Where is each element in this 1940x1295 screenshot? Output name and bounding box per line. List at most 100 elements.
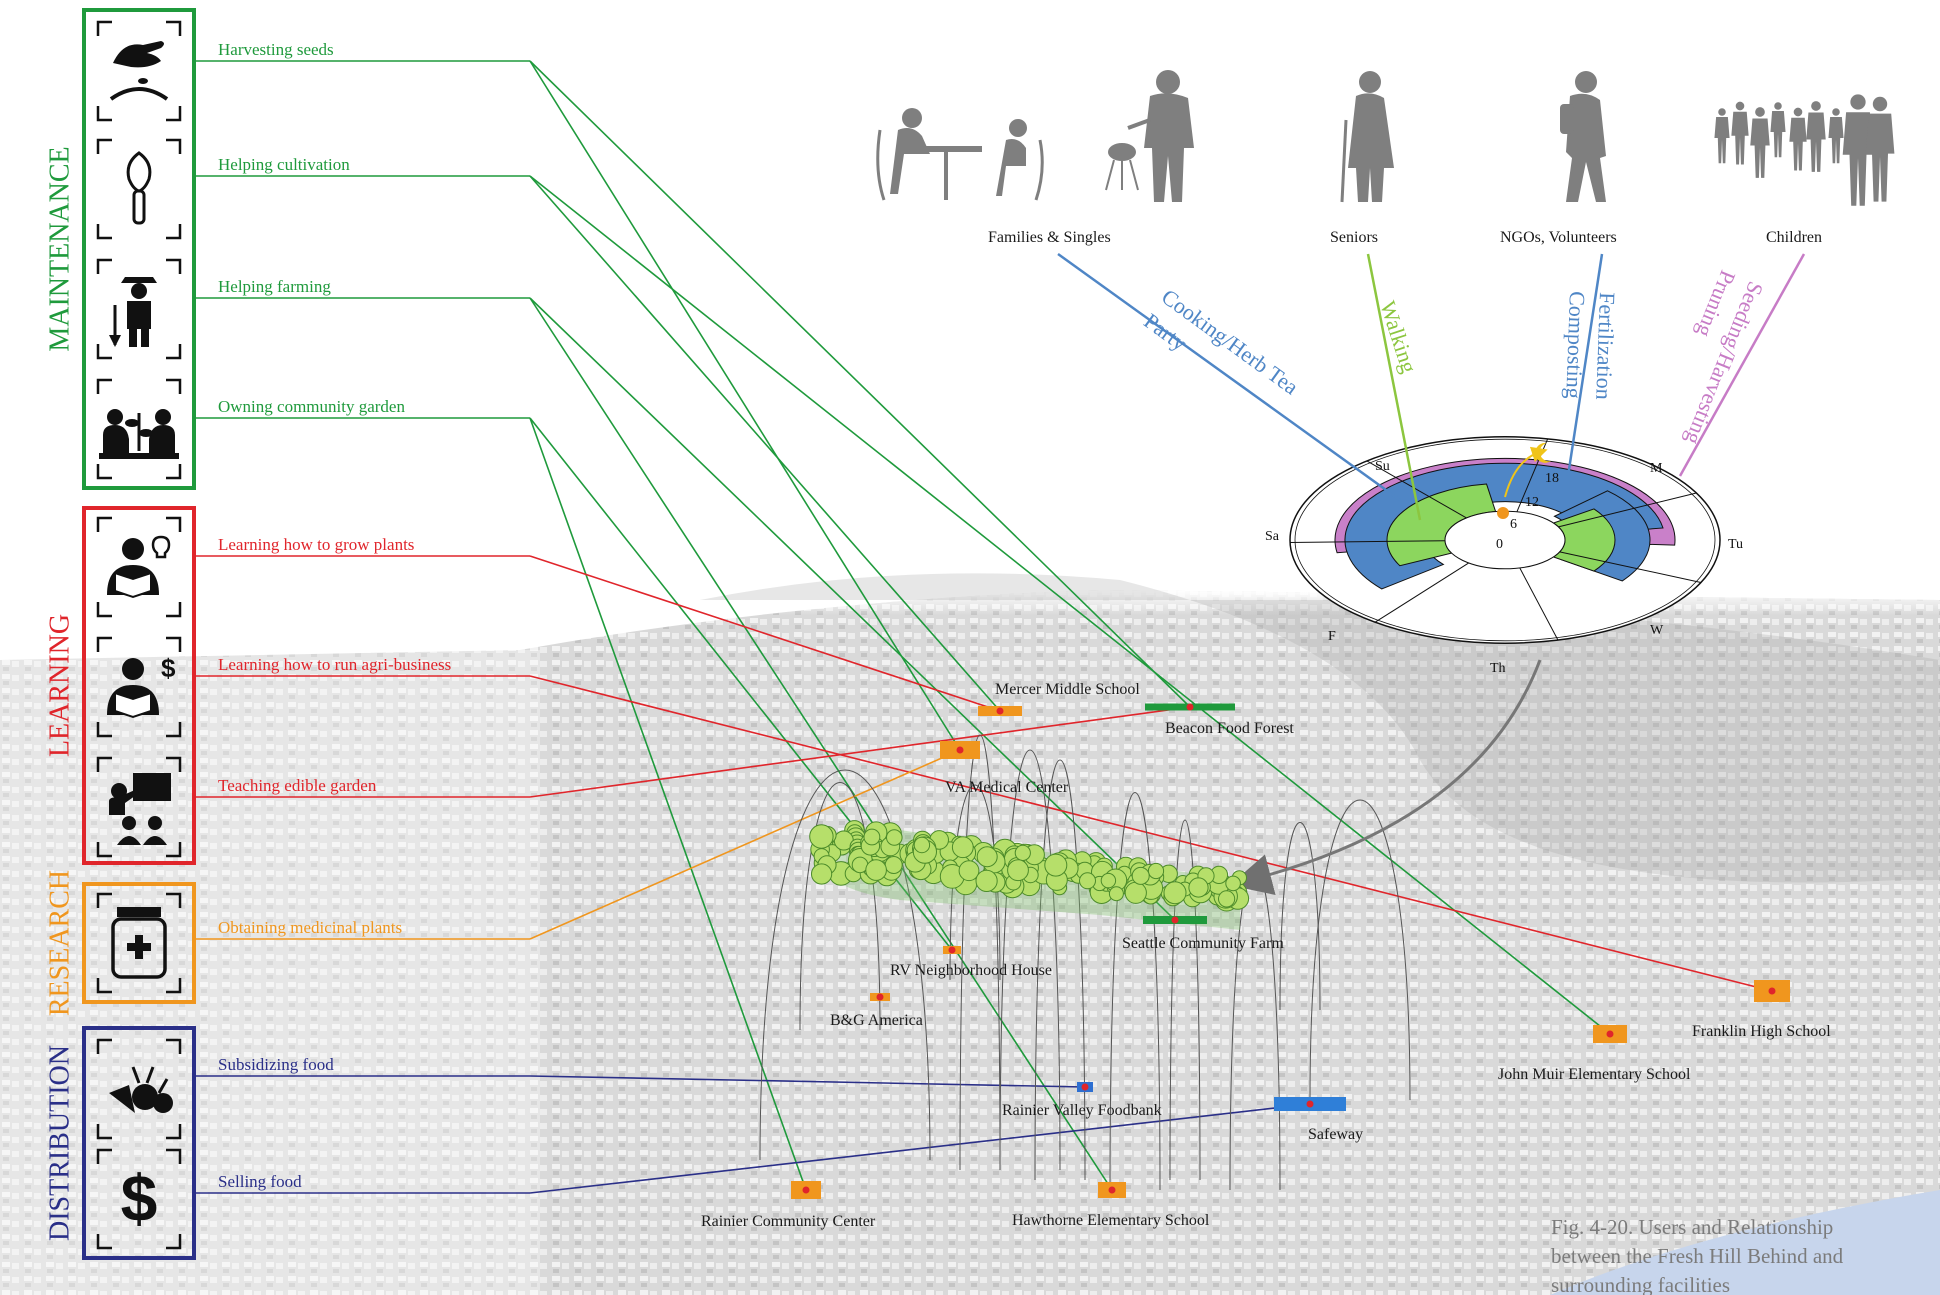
place-label: John Muir Elementary School — [1498, 1066, 1691, 1083]
connector-4 — [529, 297, 1113, 1191]
wheel-spoke — [1559, 551, 1702, 583]
wheel-spoke — [1519, 567, 1559, 641]
wheel-hub — [1444, 510, 1566, 570]
tree — [1108, 886, 1124, 902]
tree — [886, 829, 903, 846]
place-label: VA Medical Center — [945, 779, 1069, 796]
tree — [1188, 877, 1209, 898]
activity-label: Teaching edible garden — [218, 776, 377, 795]
tree — [1163, 881, 1187, 905]
wheel-rim — [1294, 438, 1716, 642]
arc-0 — [959, 734, 1001, 1171]
volunteer-walker-icon — [1560, 71, 1606, 202]
arc-10 — [1309, 799, 1411, 1101]
user-activity-line-2 — [1566, 253, 1604, 477]
tree — [809, 824, 834, 849]
connector-1 — [529, 60, 961, 751]
reader-idea-icon — [96, 516, 182, 618]
sun-icon — [1497, 507, 1509, 519]
place-label: Rainier Community Center — [701, 1213, 876, 1230]
place-dot — [802, 1186, 810, 1194]
connector-10 — [529, 706, 1191, 798]
fresh-hill-trees — [809, 820, 1250, 930]
caption-line: between the Fresh Hill Behind and — [1551, 1244, 1844, 1268]
tree — [913, 836, 931, 854]
senior-cane-icon — [1340, 71, 1394, 203]
place-label: Mercer Middle School — [995, 681, 1140, 698]
place-hawthorne-elementary-school: Hawthorne Elementary School — [1012, 1182, 1210, 1229]
place-label: Franklin High School — [1692, 1023, 1831, 1040]
hour-label: 18 — [1545, 471, 1559, 486]
place-seattle-community-farm: Seattle Community Farm — [1122, 916, 1284, 952]
place-va-medical-center: VA Medical Center — [940, 741, 1069, 796]
connector-2 — [529, 175, 1611, 1035]
activity-label: Learning how to grow plants — [218, 535, 414, 554]
day-label: M — [1650, 461, 1663, 476]
connector-5 — [529, 297, 1176, 921]
connector-12 — [529, 1075, 1086, 1088]
day-label: Th — [1490, 661, 1506, 676]
day-label: Tu — [1728, 537, 1743, 552]
figure-caption: Fig. 4-20. Users and Relationship between… — [1551, 1215, 1844, 1295]
user-label: Children — [1766, 229, 1822, 246]
place-label: B&G America — [830, 1012, 923, 1029]
place-rv-neighborhood-house: RV Neighborhood House — [890, 946, 1052, 979]
griller-icon — [1105, 70, 1194, 202]
wheel-spoke — [1366, 460, 1467, 519]
activity-label: Learning how to run agri-business — [218, 655, 451, 674]
svg-text:$: $ — [161, 653, 176, 683]
place-label: Rainier Valley Foodbank — [1002, 1102, 1162, 1119]
day-label: W — [1650, 623, 1664, 638]
category-label: MAINTENANCE — [44, 146, 75, 351]
connector-6 — [529, 417, 807, 1191]
place-dot — [1108, 1186, 1116, 1194]
place-label: Safeway — [1308, 1126, 1363, 1143]
category-label: DISTRIBUTION — [44, 1045, 75, 1241]
arc-4 — [1169, 819, 1201, 1181]
place-label: Beacon Food Forest — [1165, 720, 1294, 737]
dollar-icon: $ — [96, 1148, 182, 1250]
place-rainier-community-center: Rainier Community Center — [701, 1181, 876, 1230]
tree — [1131, 866, 1150, 885]
user-label: Families & Singles — [988, 229, 1111, 246]
family-cafe-icon — [876, 108, 1044, 201]
place-dot — [956, 746, 964, 754]
user-activity-line-0 — [1057, 252, 1401, 502]
connector-9 — [529, 675, 1773, 992]
activity-label: Subsidizing food — [218, 1055, 334, 1074]
caption-line: Fig. 4-20. Users and Relationship — [1551, 1215, 1833, 1239]
place-dot — [1306, 1100, 1314, 1108]
children-group-icon — [1714, 94, 1895, 206]
place-label: Hawthorne Elementary School — [1012, 1212, 1210, 1229]
place-beacon-food-forest: Beacon Food Forest — [1145, 703, 1294, 737]
day-label: F — [1328, 629, 1336, 644]
arc-9 — [1279, 822, 1321, 1011]
user-activity-line-3 — [1678, 253, 1806, 477]
tree — [1147, 862, 1165, 880]
hour-label: 6 — [1510, 517, 1517, 532]
place-b-g-america: B&G America — [830, 993, 923, 1029]
place-franklin-high-school: Franklin High School — [1692, 980, 1831, 1040]
place-dot — [948, 946, 956, 954]
place-mercer-middle-school: Mercer Middle School — [978, 681, 1140, 716]
place-rainier-valley-foodbank: Rainier Valley Foodbank — [1002, 1082, 1162, 1119]
hour-label: 0 — [1496, 537, 1503, 552]
place-dot — [1186, 703, 1194, 711]
category-box — [82, 882, 196, 1004]
medicine-jar-icon — [96, 892, 182, 994]
user-label: Seniors — [1330, 229, 1378, 246]
arc-1 — [999, 749, 1061, 1171]
vegetables-icon — [96, 1038, 182, 1140]
caption-line: surrounding facilities — [1551, 1273, 1730, 1295]
tree — [884, 856, 903, 874]
connector-3 — [529, 175, 1001, 712]
wheel-spoke — [1558, 492, 1697, 528]
place-dot — [1081, 1083, 1089, 1091]
connector-0 — [529, 60, 1191, 708]
tree — [975, 869, 998, 893]
arc-3 — [1109, 792, 1161, 1191]
